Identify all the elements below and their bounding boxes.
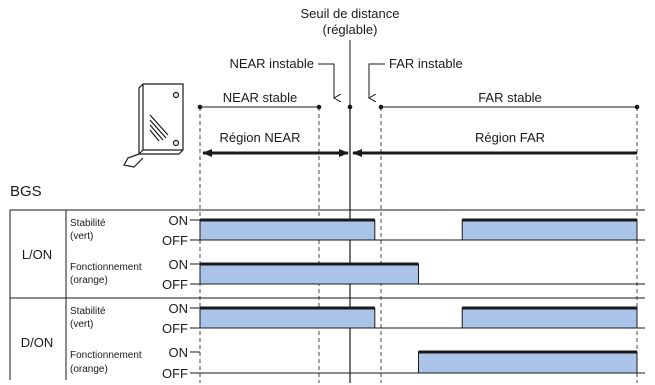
threshold-label-line1: Seuil de distance bbox=[300, 6, 399, 21]
row-label: Stabilité bbox=[70, 306, 106, 317]
off-level-label: OFF bbox=[162, 233, 188, 248]
row-label: Fonctionnement bbox=[70, 350, 142, 361]
sensor-title: BGS bbox=[10, 183, 42, 200]
row-label: Stabilité bbox=[70, 218, 106, 229]
far-unstable-label: FAR instable bbox=[389, 56, 463, 71]
sensor-device-icon bbox=[123, 83, 184, 168]
row-sublabel: (vert) bbox=[70, 231, 93, 242]
mode-label-don: D/ON bbox=[21, 335, 54, 350]
signal-pulse bbox=[199, 307, 376, 329]
off-level-label: OFF bbox=[162, 277, 188, 292]
signal-rows: Stabilité (vert) ON OFF Fonctionnement (orang… bbox=[70, 213, 645, 381]
signal-pulse bbox=[418, 351, 638, 374]
on-level-label: ON bbox=[169, 301, 189, 316]
off-level-label: OFF bbox=[162, 366, 188, 381]
row-label: Fonctionnement bbox=[70, 262, 142, 273]
near-region-label: Région NEAR bbox=[220, 130, 301, 145]
threshold-label-line2: (réglable) bbox=[323, 22, 378, 37]
on-level-label: ON bbox=[169, 257, 189, 272]
row-sublabel: (orange) bbox=[70, 275, 108, 286]
signal-pulse bbox=[199, 219, 376, 241]
near-stable-label: NEAR stable bbox=[223, 90, 297, 105]
far-stable-label: FAR stable bbox=[478, 90, 542, 105]
mode-label-lon: L/ON bbox=[22, 247, 52, 262]
unstable-leaders bbox=[318, 40, 385, 104]
signal-pulse bbox=[461, 219, 638, 241]
near-unstable-label: NEAR instable bbox=[229, 56, 314, 71]
signal-pulse bbox=[199, 263, 419, 285]
output-table bbox=[9, 209, 645, 380]
row-sublabel: (vert) bbox=[70, 319, 93, 330]
far-region-label: Région FAR bbox=[475, 130, 545, 145]
off-level-label: OFF bbox=[162, 321, 188, 336]
on-level-label: ON bbox=[169, 213, 189, 228]
signal-pulse bbox=[461, 307, 638, 329]
time-guides bbox=[199, 107, 638, 383]
row-sublabel: (orange) bbox=[70, 364, 108, 375]
on-level-label: ON bbox=[169, 345, 189, 360]
